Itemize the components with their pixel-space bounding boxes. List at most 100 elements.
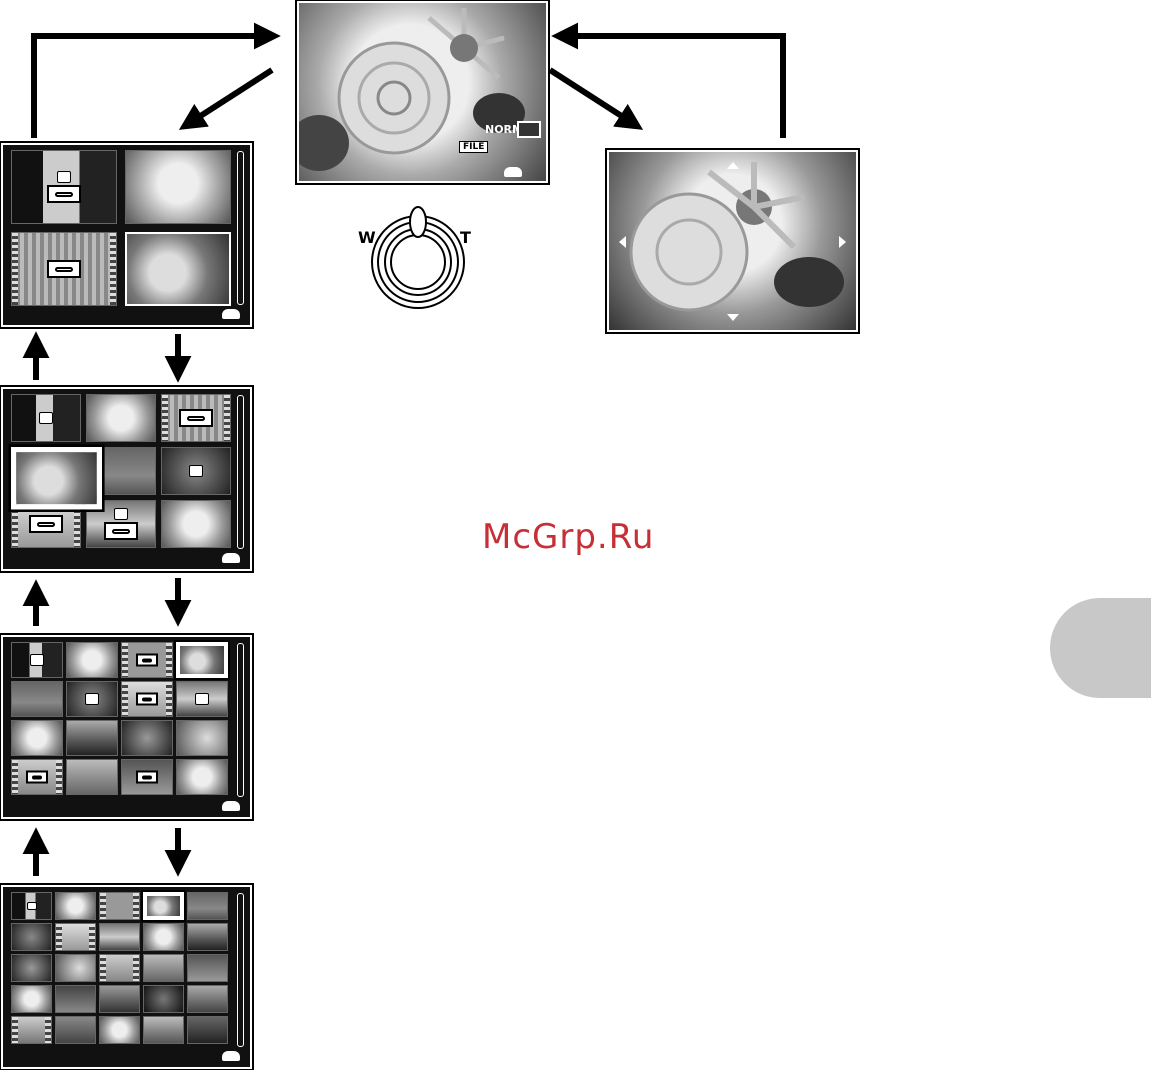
chapter-tab xyxy=(1050,598,1151,698)
thumbnail[interactable] xyxy=(66,642,118,678)
protect-icon xyxy=(29,515,63,533)
thumbnail[interactable] xyxy=(176,720,228,756)
arrow-main-to-zoom xyxy=(550,70,634,124)
flower-image xyxy=(299,3,546,181)
thumbnail[interactable] xyxy=(99,1016,140,1044)
arrow-main-to-grid4 xyxy=(188,70,272,124)
thumbnail[interactable] xyxy=(11,150,117,224)
scroll-bar[interactable] xyxy=(237,395,244,549)
scroll-bar[interactable] xyxy=(237,151,244,305)
thumbnail-grid xyxy=(11,150,231,306)
thumbnail[interactable] xyxy=(187,985,228,1013)
thumbnail[interactable] xyxy=(11,642,63,678)
thumbnail[interactable] xyxy=(99,954,140,982)
camera-mode-icon xyxy=(222,553,240,563)
thumbnail[interactable] xyxy=(143,985,184,1013)
thumbnail[interactable] xyxy=(66,681,118,717)
thumbnail[interactable] xyxy=(99,892,140,920)
thumbnail[interactable] xyxy=(99,923,140,951)
thumbnail-grid xyxy=(11,394,231,548)
print-icon xyxy=(85,693,99,705)
thumbnail[interactable] xyxy=(121,720,173,756)
thumbnail[interactable] xyxy=(11,720,63,756)
thumbnail[interactable] xyxy=(55,954,96,982)
thumbnail-selected[interactable] xyxy=(143,892,184,920)
index-display-25 xyxy=(1,885,252,1069)
flower-zoomed-image xyxy=(609,152,856,330)
thumbnail[interactable] xyxy=(99,985,140,1013)
scroll-down-arrow-icon[interactable] xyxy=(727,314,739,321)
thumbnail[interactable] xyxy=(187,1016,228,1044)
thumbnail[interactable] xyxy=(161,500,231,548)
index-display-9 xyxy=(1,387,252,571)
card-icon xyxy=(517,121,541,138)
thumbnail[interactable] xyxy=(161,394,231,442)
thumbnail-selected[interactable] xyxy=(11,447,102,509)
thumbnail[interactable] xyxy=(143,954,184,982)
protect-icon xyxy=(136,693,158,706)
scroll-bar[interactable] xyxy=(237,643,244,797)
thumbnail[interactable] xyxy=(143,923,184,951)
thumbnail[interactable] xyxy=(187,923,228,951)
thumbnail[interactable] xyxy=(55,923,96,951)
thumbnail[interactable] xyxy=(121,681,173,717)
thumbnail[interactable] xyxy=(121,642,173,678)
protect-icon xyxy=(136,654,158,667)
protect-icon xyxy=(26,771,48,784)
tele-label: T xyxy=(460,228,471,247)
thumbnail[interactable] xyxy=(187,954,228,982)
scroll-up-arrow-icon[interactable] xyxy=(727,162,739,169)
watermark-text: McGrp.Ru xyxy=(482,517,654,557)
thumbnail[interactable] xyxy=(11,759,63,795)
print-icon xyxy=(30,654,44,666)
thumbnail[interactable] xyxy=(11,985,52,1013)
print-icon xyxy=(189,465,203,477)
thumbnail-grid xyxy=(11,892,228,1044)
protect-icon xyxy=(47,185,81,203)
thumbnail[interactable] xyxy=(125,150,231,224)
thumbnail[interactable] xyxy=(55,1016,96,1044)
thumbnail[interactable] xyxy=(11,394,81,442)
thumbnail[interactable] xyxy=(11,681,63,717)
thumbnail[interactable] xyxy=(86,394,156,442)
thumbnail[interactable] xyxy=(11,892,52,920)
zoom-dial-icon xyxy=(355,200,485,310)
thumbnail[interactable] xyxy=(121,759,173,795)
thumbnail[interactable] xyxy=(66,759,118,795)
thumbnail[interactable] xyxy=(176,681,228,717)
zoomed-image-screen xyxy=(607,150,858,332)
thumbnail[interactable] xyxy=(187,892,228,920)
thumbnail-grid xyxy=(11,642,228,795)
print-icon xyxy=(27,902,37,910)
file-badge: FILE xyxy=(459,141,488,153)
protect-icon xyxy=(179,409,213,427)
print-icon xyxy=(114,508,128,520)
index-display-16 xyxy=(1,635,252,819)
thumbnail[interactable] xyxy=(11,1016,52,1044)
thumbnail[interactable] xyxy=(176,759,228,795)
thumbnail[interactable] xyxy=(143,1016,184,1044)
thumbnail[interactable] xyxy=(55,985,96,1013)
single-image-screen: NORM FILE xyxy=(297,1,548,183)
protect-icon xyxy=(47,260,81,278)
print-icon xyxy=(195,693,209,705)
thumbnail[interactable] xyxy=(66,720,118,756)
scroll-right-arrow-icon[interactable] xyxy=(839,236,846,248)
thumbnail-selected[interactable] xyxy=(176,642,228,678)
thumbnail[interactable] xyxy=(125,232,231,306)
thumbnail[interactable] xyxy=(11,232,117,306)
thumbnail[interactable] xyxy=(11,954,52,982)
print-icon xyxy=(57,171,71,183)
index-display-4 xyxy=(1,143,252,327)
thumbnail[interactable] xyxy=(55,892,96,920)
thumbnail[interactable] xyxy=(161,447,231,495)
thumbnail[interactable] xyxy=(11,923,52,951)
wide-label: W xyxy=(358,228,376,247)
zoom-lever[interactable]: W T xyxy=(355,200,485,310)
camera-mode-icon xyxy=(222,1051,240,1061)
protect-icon xyxy=(104,522,138,540)
protect-icon xyxy=(136,771,158,784)
scroll-left-arrow-icon[interactable] xyxy=(619,236,626,248)
scroll-bar[interactable] xyxy=(237,893,244,1047)
print-icon xyxy=(39,412,53,424)
